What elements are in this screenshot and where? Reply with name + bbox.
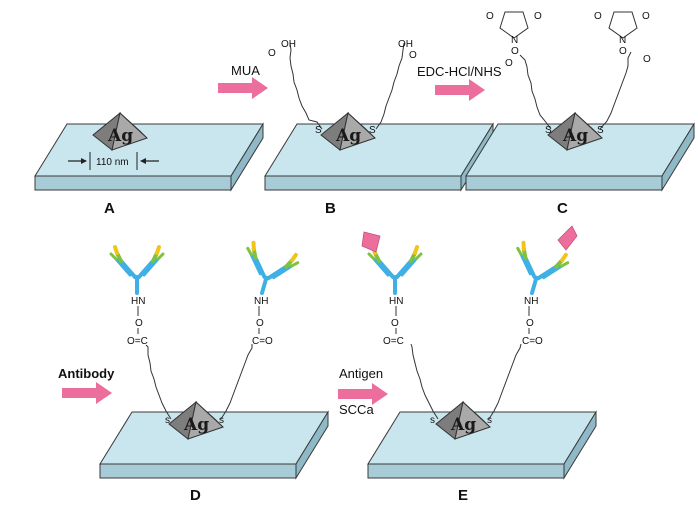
nhs-ring-right <box>608 11 638 39</box>
amide-nh-d-right: NH <box>254 296 268 307</box>
antibody-e-left <box>367 245 423 295</box>
mua-chain-right <box>375 42 405 130</box>
step-label-e-line2: SCCa <box>339 402 374 417</box>
carbonyl-e-right: C=O <box>522 336 543 347</box>
panel-a: Ag 110 nm A <box>34 112 264 217</box>
linker-o-left: O <box>511 46 519 57</box>
metal-label-a: Ag <box>107 126 133 146</box>
panel-letter-d: D <box>190 487 201 504</box>
step-label-b: MUA <box>231 63 260 78</box>
metal-label-c: Ag <box>562 126 588 146</box>
panel-letter-b: B <box>325 200 336 217</box>
sulfur-label-b-right: S <box>369 125 376 136</box>
ester-o-left: O <box>505 58 513 69</box>
linker-chain-e-right <box>488 343 522 420</box>
metal-label-e: Ag <box>450 415 476 435</box>
carbonyl-e-left: O=C <box>383 336 404 347</box>
carbonyl-d-right: C=O <box>252 336 273 347</box>
nhs-ring-left <box>499 11 529 39</box>
arrowhead-left-icon <box>81 158 87 164</box>
carboxyl-oh-left: OH <box>281 39 296 50</box>
carboxyl-o-right: O <box>409 50 417 61</box>
panel-b: MUA Ag S S OH O OH O B <box>218 39 494 217</box>
amide-nh-e-right: NH <box>524 296 538 307</box>
carbonyl-d-left: O=C <box>127 336 148 347</box>
substrate-b <box>264 123 494 191</box>
linker-chain-e-left <box>410 343 439 420</box>
metal-label-d: Ag <box>183 415 209 435</box>
panel-e: Antigen SCCa Ag s s O=C O HN C=O O NH E <box>338 225 597 504</box>
carboxyl-oh-right: OH <box>398 39 413 50</box>
sulfur-label-d-left: s <box>165 415 170 426</box>
step-label-e-line1: Antigen <box>339 366 383 381</box>
process-arrow-c-icon <box>435 79 485 101</box>
nhs-n-right: N <box>619 35 626 46</box>
amide-nh-d-left: HN <box>131 296 145 307</box>
metal-label-b: Ag <box>335 126 361 146</box>
panel-d: Antibody Ag s s O=C O HN C=O O NH D <box>58 239 329 504</box>
linker-o-right: O <box>619 46 627 57</box>
nhs-n-left: N <box>511 35 518 46</box>
nhs-o2-left: O <box>534 11 542 22</box>
carboxyl-o-left: O <box>268 48 276 59</box>
step-label-d: Antibody <box>58 366 115 381</box>
antigen-e-right-icon <box>557 225 578 251</box>
ester-o-d-right: O <box>256 318 264 329</box>
nhs-o2-right: O <box>642 11 650 22</box>
antigen-e-left-icon <box>361 231 381 253</box>
panel-letter-e: E <box>458 487 468 504</box>
nhs-o1-left: O <box>486 11 494 22</box>
antibody-e-right <box>505 239 572 303</box>
linker-chain-d-left <box>145 344 172 420</box>
panel-c: EDC-HCl/NHS Ag S S N O O O O N O O O O C <box>417 11 695 217</box>
ester-o-e-right: O <box>526 318 534 329</box>
nhs-o1-right: O <box>594 11 602 22</box>
sulfur-label-d-right: s <box>219 415 224 426</box>
sulfur-label-b-left: S <box>315 125 322 136</box>
panel-letter-c: C <box>557 200 568 217</box>
sulfur-label-e-right: s <box>487 415 492 426</box>
ester-o-d-left: O <box>135 318 143 329</box>
size-label: 110 nm <box>96 157 129 168</box>
sulfur-label-e-left: s <box>430 415 435 426</box>
ester-o-e-left: O <box>391 318 399 329</box>
sulfur-label-c-right: S <box>597 125 604 136</box>
sulfur-label-c-left: S <box>545 125 552 136</box>
mua-chain-left <box>289 42 323 130</box>
substrate-a <box>34 123 264 191</box>
ester-chain-right <box>599 51 632 130</box>
antibody-d-right <box>235 239 302 303</box>
amide-nh-e-left: HN <box>389 296 403 307</box>
ester-o-right: O <box>643 54 651 65</box>
process-arrow-d-icon <box>62 382 112 404</box>
step-label-c: EDC-HCl/NHS <box>417 64 502 79</box>
linker-chain-d-right <box>220 344 253 420</box>
ester-chain-left <box>519 54 552 130</box>
panel-letter-a: A <box>104 200 115 217</box>
arrowhead-right-icon <box>140 158 146 164</box>
process-arrow-b-icon <box>218 77 268 99</box>
antibody-d-left <box>109 245 165 295</box>
